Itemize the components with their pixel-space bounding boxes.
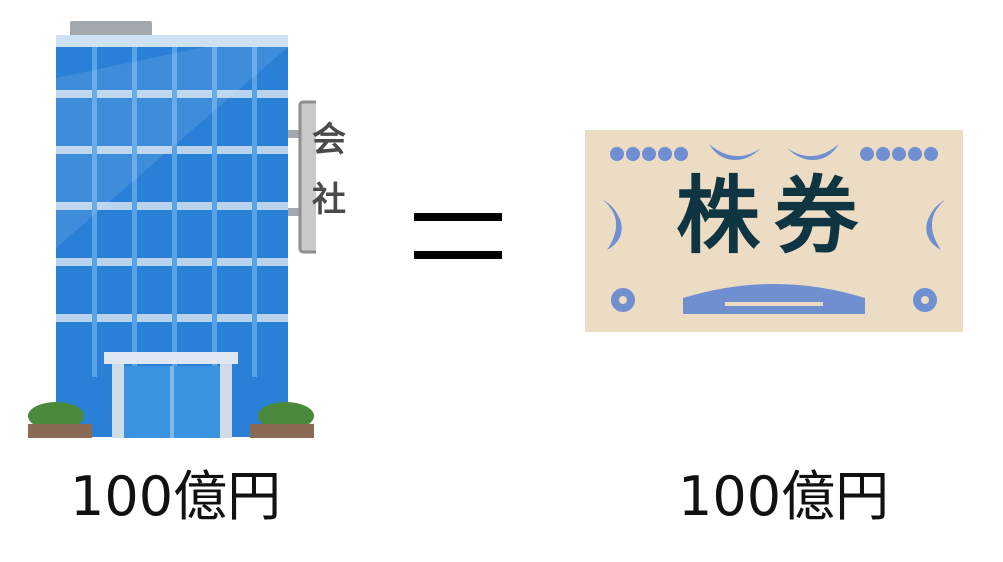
company-value-label: 100億円 <box>70 465 282 528</box>
stock-certificate-illustration <box>585 130 963 332</box>
equals-bar-top <box>414 213 502 221</box>
certificate-value-label: 100億円 <box>678 465 890 528</box>
equals-sign <box>414 213 502 261</box>
certificate-title: 株券 <box>675 167 872 265</box>
sign-char-2: 社 <box>312 180 346 220</box>
company-sign: 会 社 <box>300 110 358 230</box>
equals-bar-bottom <box>414 251 502 259</box>
company-building-illustration <box>28 21 316 438</box>
sign-char-1: 会 <box>312 120 346 160</box>
